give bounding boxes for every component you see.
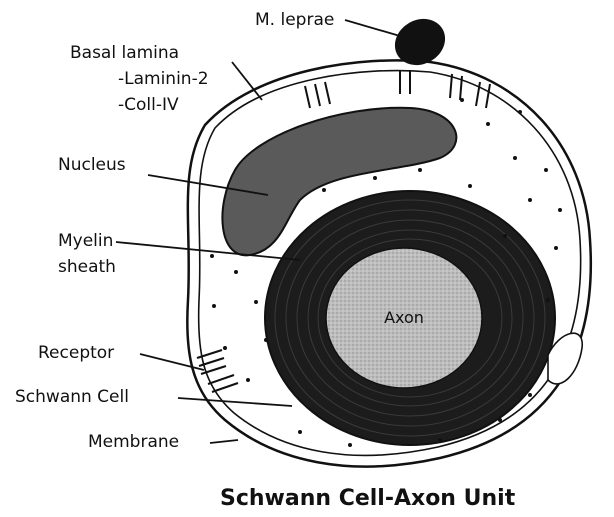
label-laminin2: -Laminin-2 (118, 69, 209, 89)
label-myelin-line1: Myelin (58, 231, 113, 251)
label-receptor: Receptor (38, 343, 114, 363)
label-myelin-line2: sheath (58, 257, 116, 277)
leader-m-leprae (345, 20, 400, 36)
label-coll-iv: -Coll-IV (118, 95, 179, 115)
diagram-caption: Schwann Cell-Axon Unit (220, 486, 516, 511)
label-schwann-cell: Schwann Cell (15, 387, 129, 407)
axon-label: Axon (384, 308, 424, 327)
label-nucleus: Nucleus (58, 155, 126, 175)
label-membrane: Membrane (88, 432, 179, 452)
label-basal-lamina: Basal lamina (70, 43, 179, 63)
label-m-leprae: M. leprae (255, 10, 334, 30)
leader-membrane (210, 440, 238, 443)
